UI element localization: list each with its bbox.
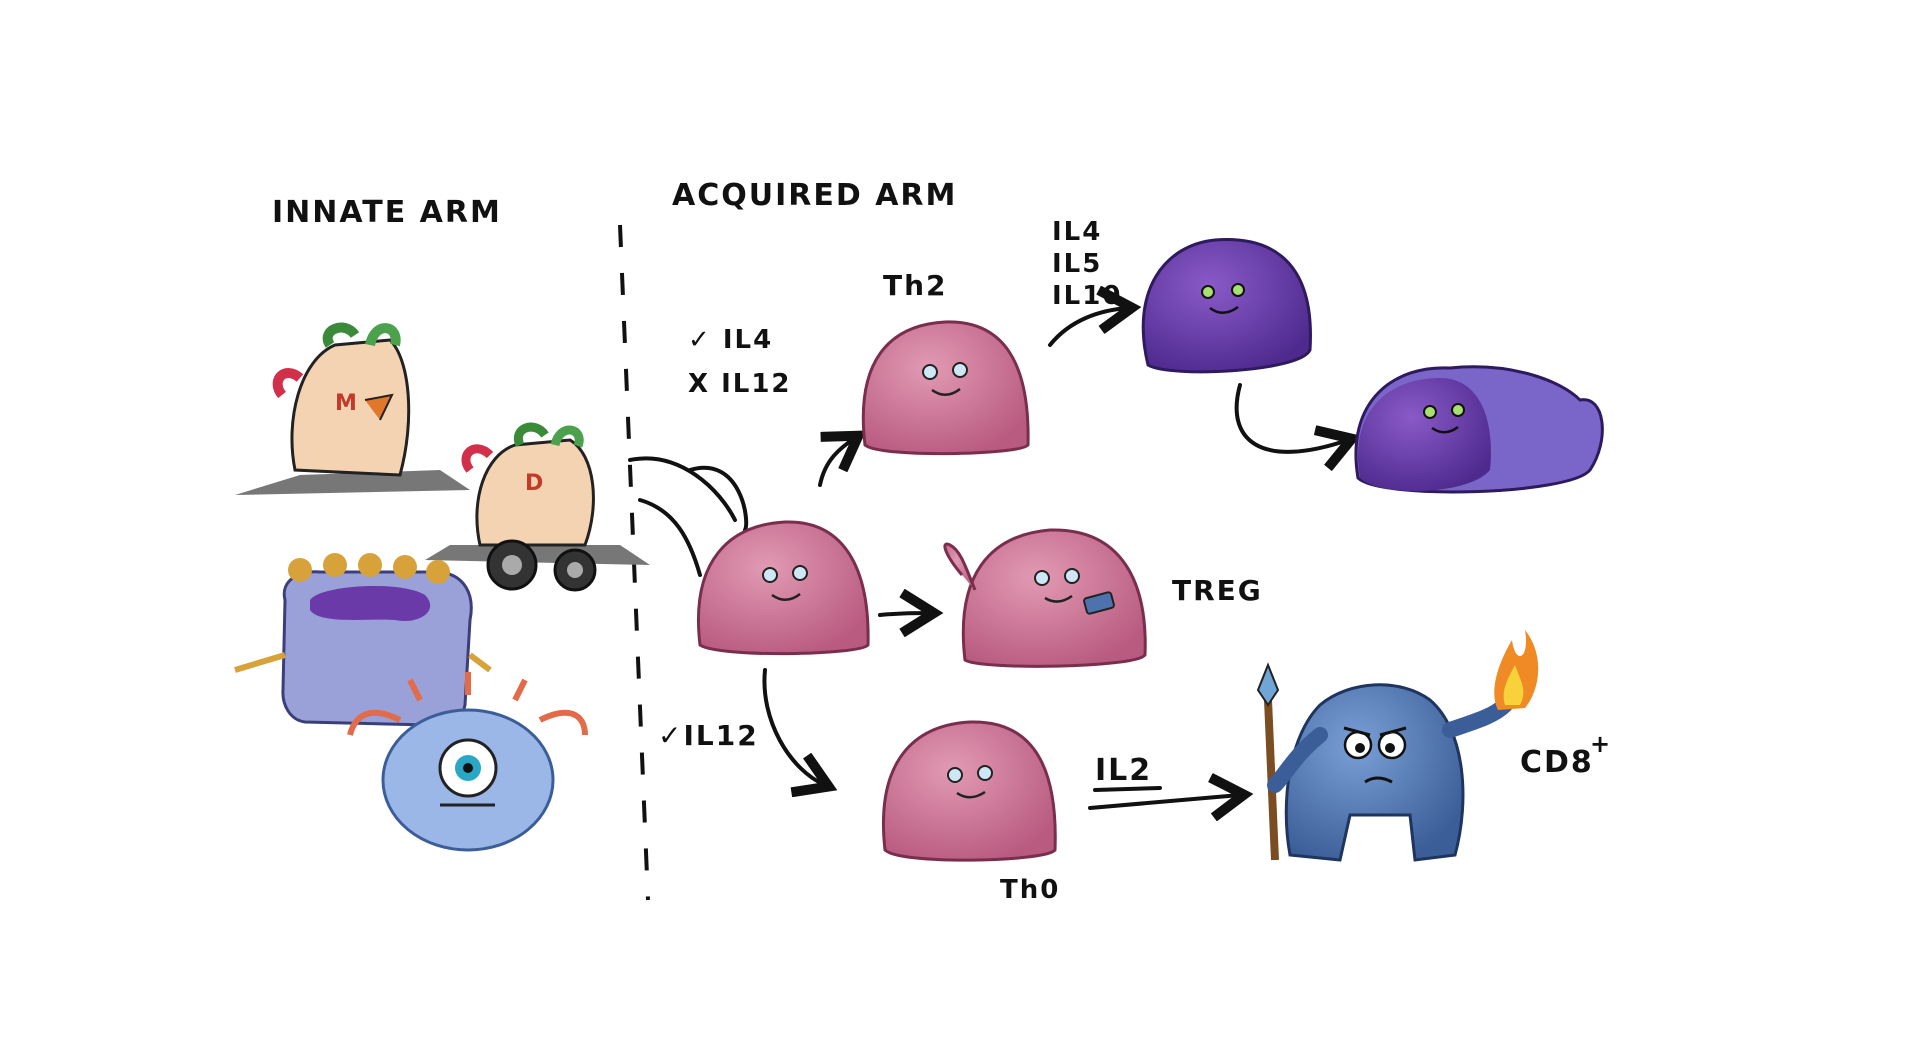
innate-to-th-arrow-2 <box>640 500 700 575</box>
cd8-superscript: + <box>1590 730 1612 758</box>
cytokine-il4: IL4 <box>1052 217 1102 247</box>
th2-condition-no-il12: X IL12 <box>688 369 792 399</box>
to-treg-arrow <box>880 613 930 615</box>
naive-t-helper-cell <box>698 522 868 654</box>
svg-text:M: M <box>335 391 357 416</box>
th2-condition-il4: ✓ IL4 <box>688 325 773 355</box>
cd8-label: CD8 <box>1520 745 1594 780</box>
th0-to-cd8-arrow <box>1090 795 1240 808</box>
basophil-illustration <box>235 553 490 725</box>
treg-label: TREG <box>1172 574 1263 607</box>
to-th0-arrow <box>764 670 825 785</box>
cytokine-il2: IL2 <box>1095 753 1152 788</box>
b-to-plasma-arrow <box>1237 385 1348 452</box>
th2-cell <box>863 322 1028 454</box>
th0-label: Th0 <box>1000 875 1060 905</box>
cytokine-il5: IL5 <box>1052 249 1102 279</box>
th2-label: Th2 <box>883 269 948 302</box>
acquired-arm-heading: ACQUIRED ARM <box>672 178 957 213</box>
th1-condition-il12: ✓IL12 <box>658 719 759 752</box>
innate-arm-heading: INNATE ARM <box>272 195 502 230</box>
macrophage-m-illustration: M <box>235 328 470 495</box>
svg-text:D: D <box>525 471 543 496</box>
innate-to-th-arrow-1 <box>630 458 735 520</box>
b-cell <box>1143 240 1310 372</box>
dendritic-d-illustration: D <box>425 427 650 590</box>
treg-cell <box>945 530 1145 666</box>
to-th2-arrow <box>820 438 855 485</box>
th2-to-b-cell-arrow <box>1050 308 1128 345</box>
il2-underline <box>1095 788 1160 790</box>
cytokine-il10: IL10 <box>1052 281 1122 311</box>
th0-cell <box>883 722 1055 860</box>
cd8-cytotoxic-t-cell <box>1258 630 1538 860</box>
plasma-cell <box>1356 367 1602 492</box>
